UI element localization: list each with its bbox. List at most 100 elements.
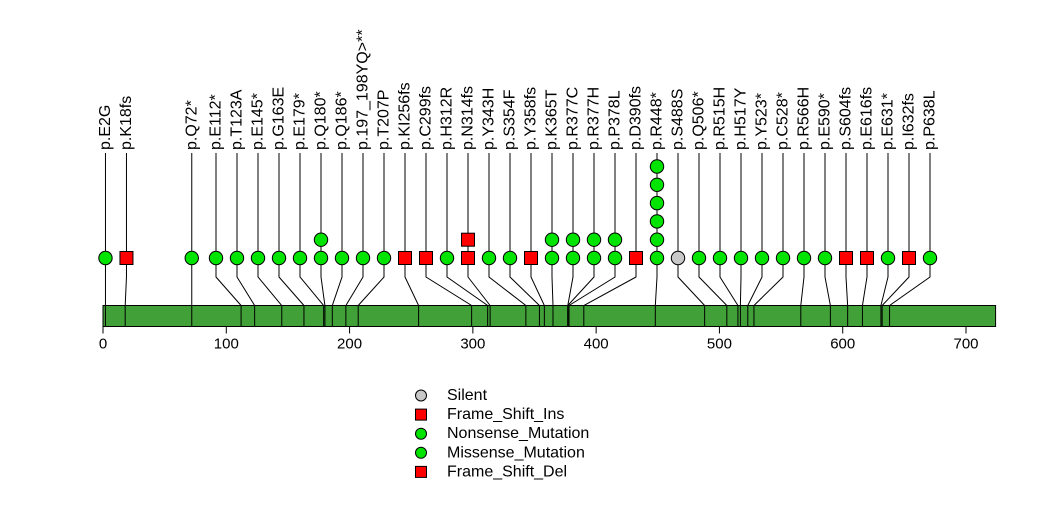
mutation-marker (880, 250, 896, 266)
mutation-label: p.E145* (250, 93, 267, 150)
mutation-label: p.Y343H (481, 88, 498, 150)
mutation-marker (754, 250, 770, 266)
mutation-label: p.E112* (208, 94, 225, 150)
mutation-marker (712, 250, 728, 266)
mutation-marker (376, 250, 392, 266)
mutation-marker (586, 250, 602, 266)
mutation-label: p.H517Y (733, 87, 750, 150)
mutation-marker (524, 251, 538, 265)
lollipop-line (509, 153, 540, 327)
mutation-label: p.KI256fs (397, 82, 414, 150)
mutation-marker (208, 250, 224, 266)
gene-body-bar (102, 305, 997, 327)
mutation-label: p.197_198YQ>** (355, 29, 372, 150)
mutation-marker (419, 251, 433, 265)
lollipop-line (404, 153, 420, 327)
lollipop-line (747, 153, 763, 327)
mutation-label: p.K365T (544, 89, 561, 150)
mutation-marker (439, 250, 455, 266)
axis-tick-label: 600 (830, 336, 855, 353)
mutation-label: p.K18fs (118, 96, 135, 150)
axis-tick-label: 700 (953, 336, 978, 353)
mutation-label: p.R377C (565, 87, 582, 150)
mutation-label: p.C299fs (418, 86, 435, 150)
mutation-marker (119, 251, 134, 265)
lollipop-line (320, 153, 326, 327)
mutation-label: p.Q506* (691, 91, 708, 150)
lollipop-line (331, 153, 343, 327)
mutation-marker (481, 250, 497, 266)
axis-tick-label: 500 (707, 336, 732, 353)
lollipop-line (719, 153, 739, 327)
lollipop-line (257, 153, 283, 327)
mutation-marker (229, 250, 245, 266)
lollipop-line (530, 153, 545, 327)
mutation-marker (461, 232, 475, 247)
axis-tick-label: 400 (584, 336, 609, 353)
mutation-marker (796, 250, 812, 266)
lollipop-line (881, 153, 910, 327)
mutation-marker (502, 250, 518, 266)
axis-tick-label: 300 (460, 336, 485, 353)
mutation-label: p.Y523* (754, 93, 771, 150)
mutation-marker (691, 250, 707, 266)
mutation-label: p.P638L (922, 90, 939, 150)
mutation-label: p.P378L (607, 90, 624, 150)
mutation-label: p.R377H (586, 87, 603, 150)
lollipop-line (845, 153, 849, 327)
mutation-marker (839, 251, 853, 265)
mutation-label: p.T123A (229, 89, 246, 150)
mutation-label: p.S354F (502, 89, 519, 150)
lollipop-line (698, 153, 728, 327)
lollipop-line (299, 153, 325, 327)
mutation-marker (817, 250, 833, 266)
lollipop-line (551, 153, 554, 327)
mutation-marker (313, 232, 329, 247)
mutation-marker (250, 250, 266, 266)
lollipop-line (861, 153, 868, 327)
mutation-marker (733, 250, 749, 266)
mutation-label: p.D390fs (628, 86, 645, 150)
lollipop-line (739, 153, 742, 327)
lollipop-line (215, 153, 242, 327)
mutation-marker (544, 232, 560, 247)
mutation-marker (461, 251, 475, 265)
mutation-label: p.E2G (97, 105, 114, 150)
mutation-marker (586, 232, 602, 247)
mutation-marker (649, 159, 665, 174)
lollipop-line (357, 153, 385, 327)
lollipop-line (124, 153, 127, 327)
mutation-marker (649, 177, 665, 193)
lollipop-line (345, 153, 364, 327)
lollipop-line (488, 153, 527, 327)
mutation-label: p.R566H (796, 87, 813, 150)
mutation-label: p.E179* (292, 93, 309, 150)
mutation-label: p.Y358fs (523, 87, 540, 150)
mutation-marker (775, 250, 791, 266)
mutation-marker (649, 195, 665, 211)
mutation-marker (902, 251, 916, 265)
mutation-marker (355, 250, 371, 266)
legend-marker-nonsense_mutation (415, 427, 427, 440)
mutation-marker (607, 232, 623, 247)
mutation-label: p.N314fs (460, 86, 477, 150)
axis-tick-label: 0 (99, 336, 107, 353)
mutation-marker (313, 250, 329, 266)
mutation-label: p.Q186* (334, 91, 351, 150)
mutation-marker (271, 250, 287, 266)
mutation-label: p.H312R (439, 87, 456, 150)
legend-label: Silent (447, 387, 488, 404)
legend-marker-missense_mutation (415, 446, 427, 459)
lollipop-line (753, 153, 784, 327)
mutation-marker (649, 214, 665, 229)
lollipop-line (583, 153, 637, 327)
mutation-label: p.E631* (880, 93, 897, 150)
mutation-marker (398, 251, 412, 265)
legend-label: Frame_Shift_Del (447, 463, 567, 480)
lollipop-line (446, 153, 489, 327)
mutation-marker (334, 250, 350, 266)
mutation-label: p.S604fs (838, 87, 855, 150)
mutation-label: p.R448* (649, 92, 666, 150)
